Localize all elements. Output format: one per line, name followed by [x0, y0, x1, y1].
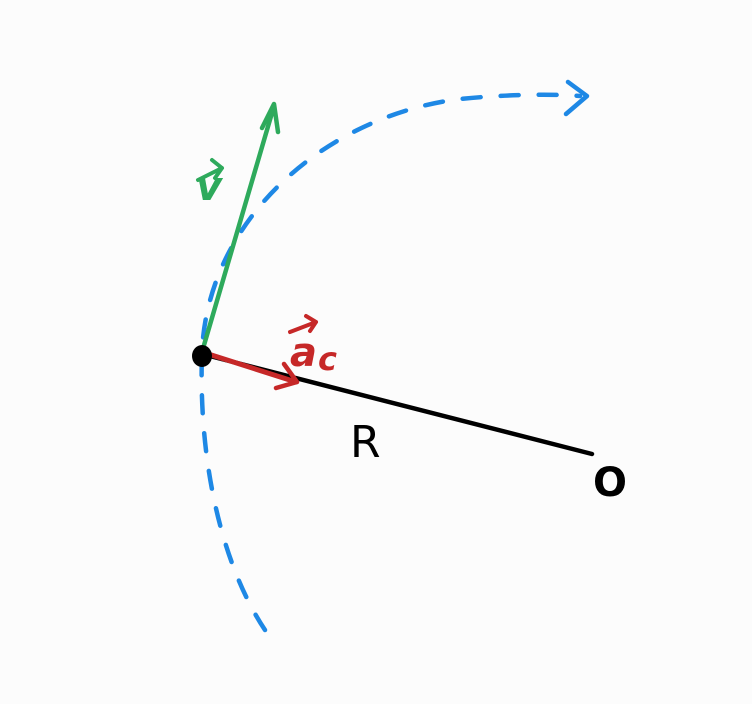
acceleration-vector [199, 349, 299, 385]
velocity-arrowhead [259, 101, 281, 135]
velocity-label-arrow [196, 158, 224, 182]
acceleration-arrowhead [273, 361, 300, 391]
velocity-vector [199, 103, 277, 355]
center-label: O [593, 460, 627, 506]
acceleration-label-subscript: c [318, 340, 337, 378]
acceleration-label: a [290, 330, 317, 376]
acceleration-label-arrow [288, 314, 318, 334]
radius-label: R [350, 417, 381, 468]
moving-point [192, 345, 212, 367]
path-direction-arrowhead [563, 79, 590, 117]
circular-path [199, 92, 583, 633]
velocity-label: v [196, 164, 224, 210]
